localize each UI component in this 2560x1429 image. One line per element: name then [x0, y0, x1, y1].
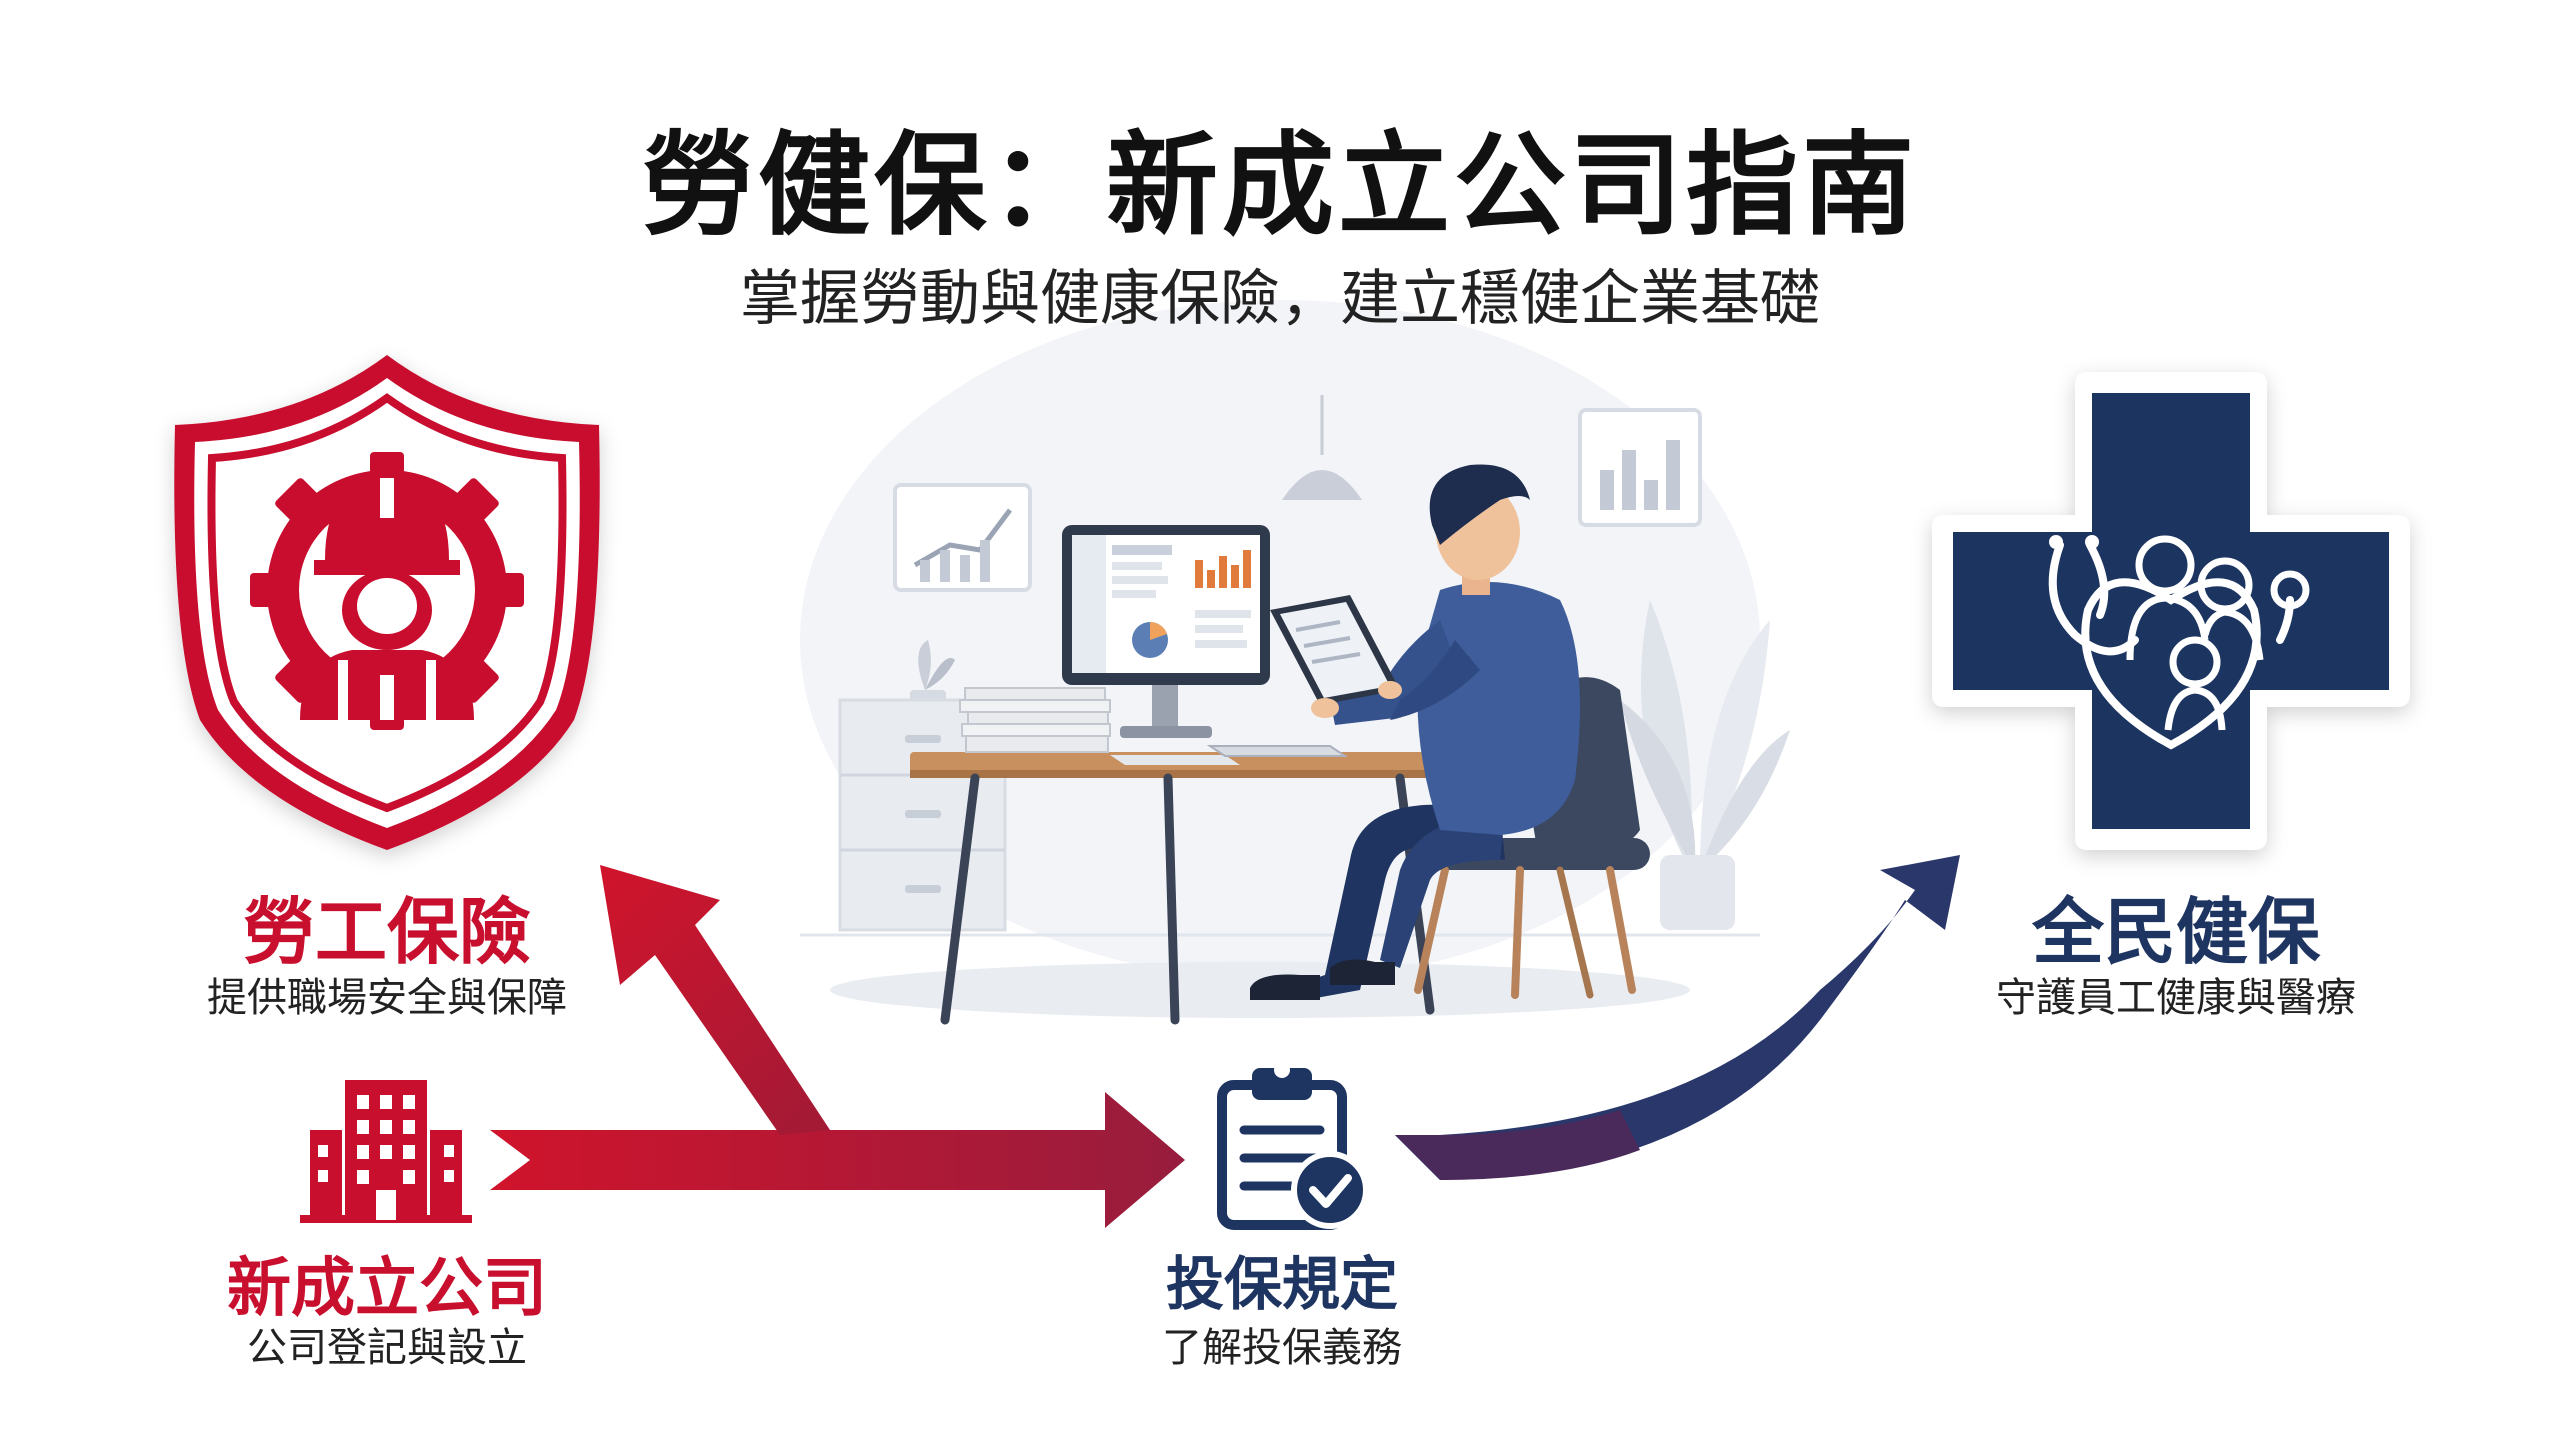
labor-insurance-title: 勞工保險: [242, 890, 531, 974]
health-insurance-desc: 守護員工健康與醫療: [1996, 975, 2356, 1021]
office-worker-illustration: [800, 300, 1790, 1025]
regulations-desc: 了解投保義務: [1162, 1325, 1402, 1371]
building-icon: [300, 1080, 472, 1223]
flow-arrows: [490, 855, 1960, 1228]
new-company-title: 新成立公司: [227, 1252, 547, 1326]
new-company-desc: 公司登記與設立: [247, 1325, 527, 1371]
health-insurance-title: 全民健保: [2031, 890, 2320, 974]
medical-cross-family-icon: [1932, 372, 2410, 850]
page-subtitle: 掌握勞動與健康保險，建立穩健企業基礎: [740, 264, 1820, 334]
labor-insurance-desc: 提供職場安全與保障: [207, 975, 567, 1021]
clipboard-check-icon: [1217, 1062, 1369, 1230]
page-title: 勞健保：新成立公司指南: [642, 121, 1918, 251]
regulations-title: 投保規定: [1165, 1250, 1398, 1318]
shield-worker-gear-icon: [174, 355, 600, 850]
